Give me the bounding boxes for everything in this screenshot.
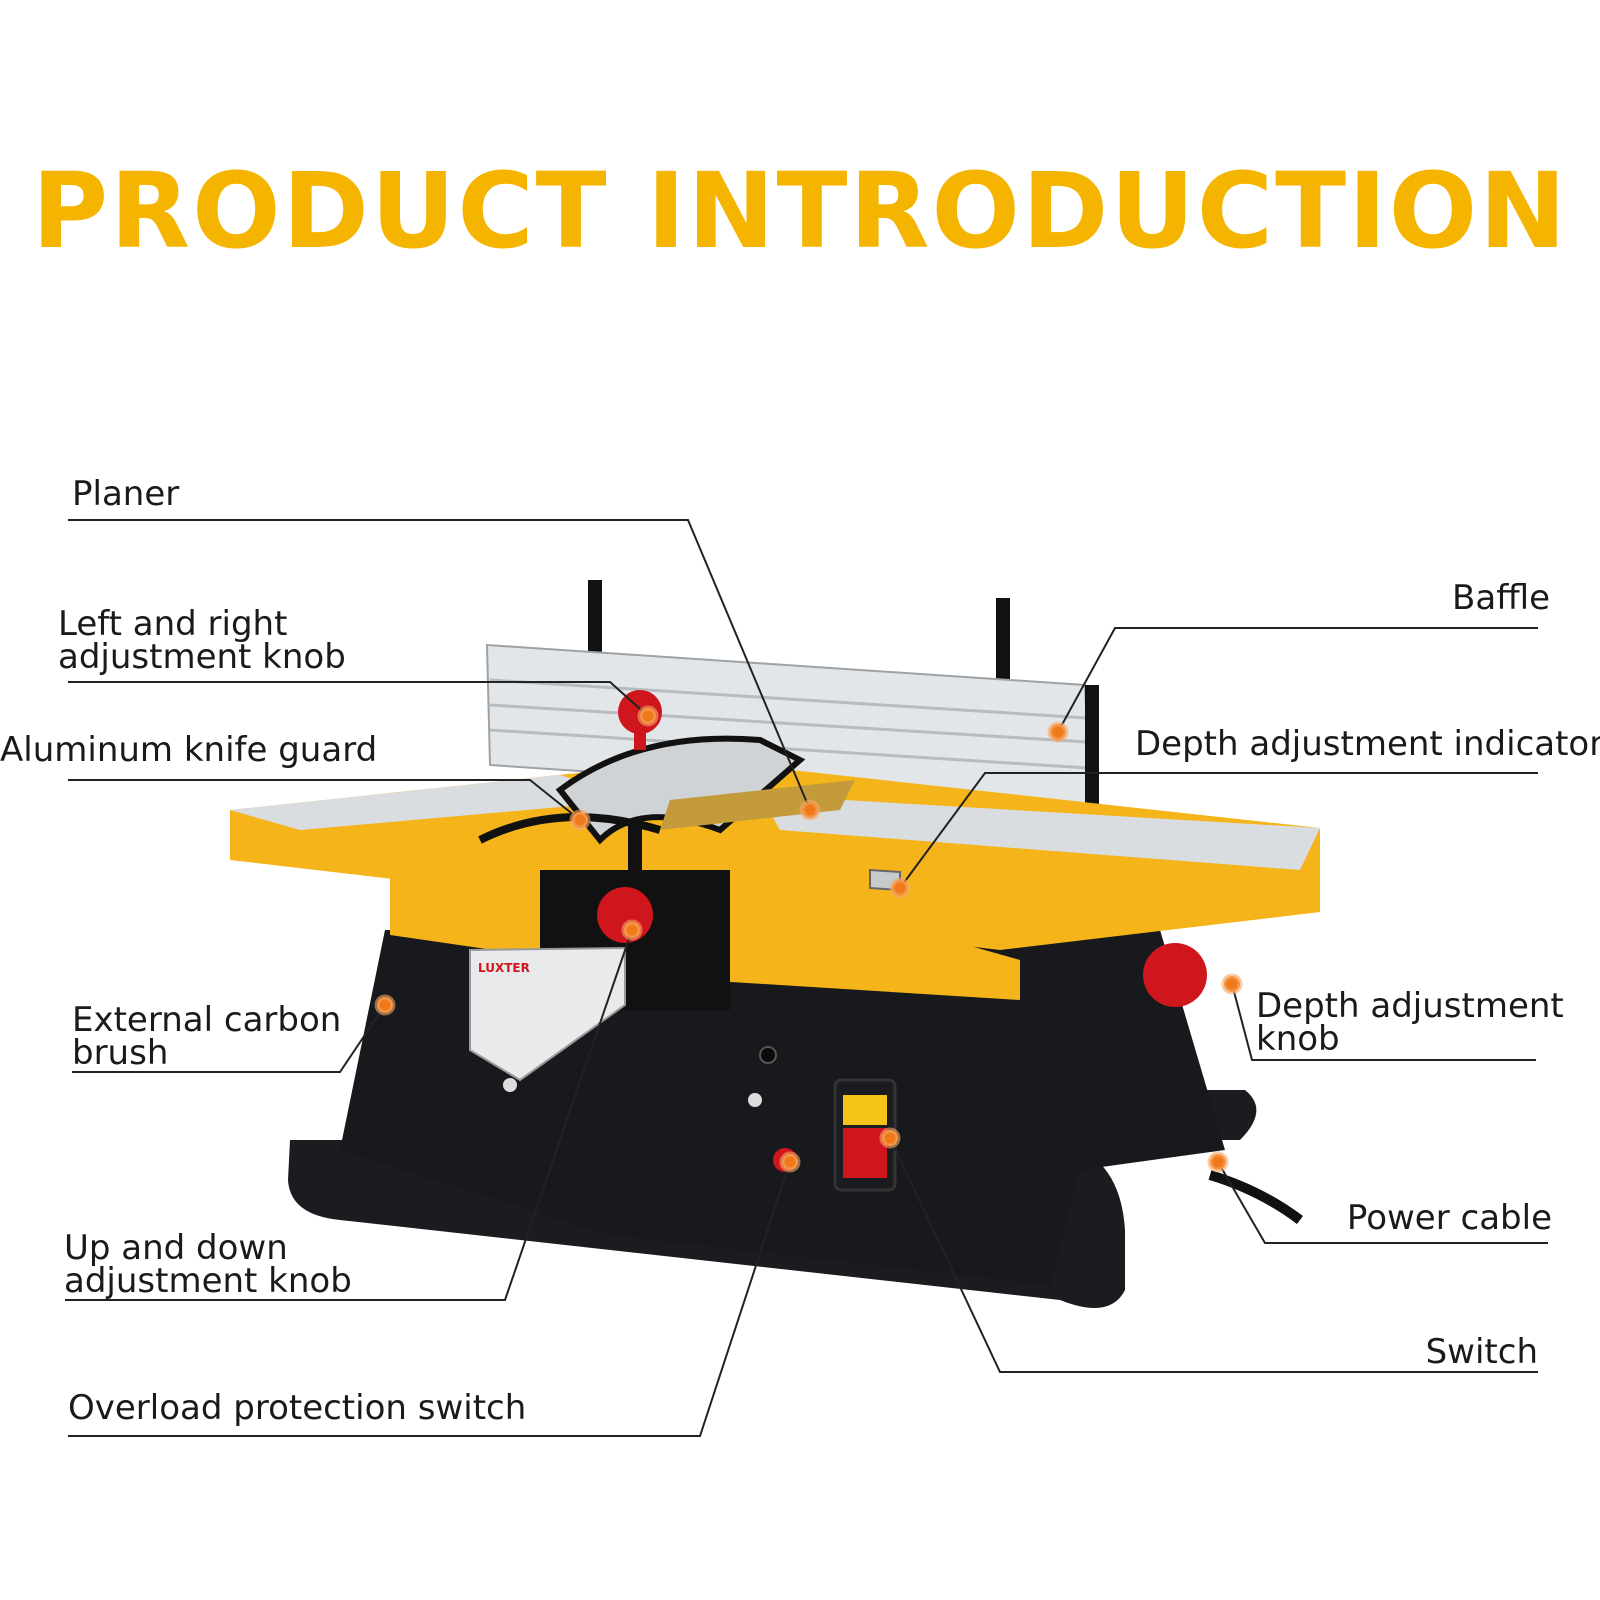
- label-line: External carbon: [72, 1000, 342, 1040]
- label-power-cable: Power cable: [1346, 1198, 1552, 1238]
- cutter-head: [660, 780, 855, 830]
- fence-rib: [489, 728, 1089, 770]
- marker-knife-guard: [569, 809, 591, 831]
- label-up-down-knob: Up and down adjustment knob: [64, 1228, 352, 1301]
- body-screw: [503, 1078, 517, 1092]
- page-title: PRODUCT INTRODUCTION: [31, 150, 1569, 272]
- label-planer: Planer: [72, 474, 180, 514]
- body-screw: [759, 1046, 777, 1064]
- leader-depth-indicator: [899, 772, 1538, 889]
- outfeed-table-surface: [760, 795, 1320, 870]
- switch-start-button: [843, 1095, 887, 1125]
- label-switch: Switch: [1425, 1332, 1538, 1372]
- label-overload-switch: Overload protection switch: [68, 1388, 527, 1428]
- marker-planer: [799, 799, 821, 821]
- fence-rib: [489, 703, 1088, 744]
- body-screw: [748, 1093, 762, 1107]
- marker-switch: [879, 1127, 901, 1149]
- marker-carbon-brush: [374, 994, 396, 1016]
- label-line: brush: [72, 1033, 169, 1073]
- marker-overload-switch: [779, 1151, 801, 1173]
- marker-depth-indicator: [889, 877, 911, 899]
- label-line: Up and down: [64, 1228, 288, 1268]
- marker-baffle: [1047, 721, 1069, 743]
- leader-up-down-knob: [65, 929, 633, 1301]
- marker-depth-knob: [1221, 973, 1243, 995]
- leader-left-right-knob: [68, 681, 649, 717]
- label-line: Depth adjustment: [1256, 986, 1564, 1026]
- label-depth-indicator: Depth adjustment indicator: [1135, 724, 1600, 764]
- spec-label-plate: [469, 946, 626, 1082]
- fence-post-left: [588, 580, 602, 670]
- leader-overload-switch: [68, 1161, 791, 1437]
- label-line: knob: [1256, 1019, 1340, 1059]
- label-line: adjustment knob: [64, 1261, 352, 1301]
- leader-switch: [889, 1137, 1538, 1373]
- fence-end-cap: [1085, 685, 1099, 805]
- fence-post-right: [996, 598, 1010, 688]
- label-line: Left and right: [58, 604, 288, 644]
- marker-up-down-knob: [621, 919, 643, 941]
- label-knife-guard: Aluminum knife guard: [0, 730, 378, 770]
- infeed-table-surface: [230, 775, 640, 830]
- brand-label: LUXTER: [478, 961, 530, 975]
- leader-carbon-brush: [72, 1004, 386, 1073]
- label-baffle: Baffle: [1452, 578, 1550, 618]
- leader-knife-guard: [68, 779, 581, 821]
- leader-baffle: [1057, 627, 1538, 733]
- marker-power-cable: [1207, 1151, 1229, 1173]
- leader-power-cable: [1217, 1161, 1548, 1244]
- label-depth-knob: Depth adjustment knob: [1256, 986, 1564, 1059]
- label-left-right-knob: Left and right adjustment knob: [58, 604, 346, 677]
- leader-depth-knob: [1231, 983, 1536, 1061]
- leader-planer: [68, 519, 811, 811]
- fence-rib: [489, 678, 1088, 720]
- label-carbon-brush: External carbon brush: [72, 1000, 342, 1073]
- label-line: adjustment knob: [58, 637, 346, 677]
- marker-left-right-knob: [637, 705, 659, 727]
- left-right-knob-stem: [634, 730, 646, 750]
- power-cable: [1208, 1170, 1303, 1225]
- depth-knob: [1143, 943, 1207, 1007]
